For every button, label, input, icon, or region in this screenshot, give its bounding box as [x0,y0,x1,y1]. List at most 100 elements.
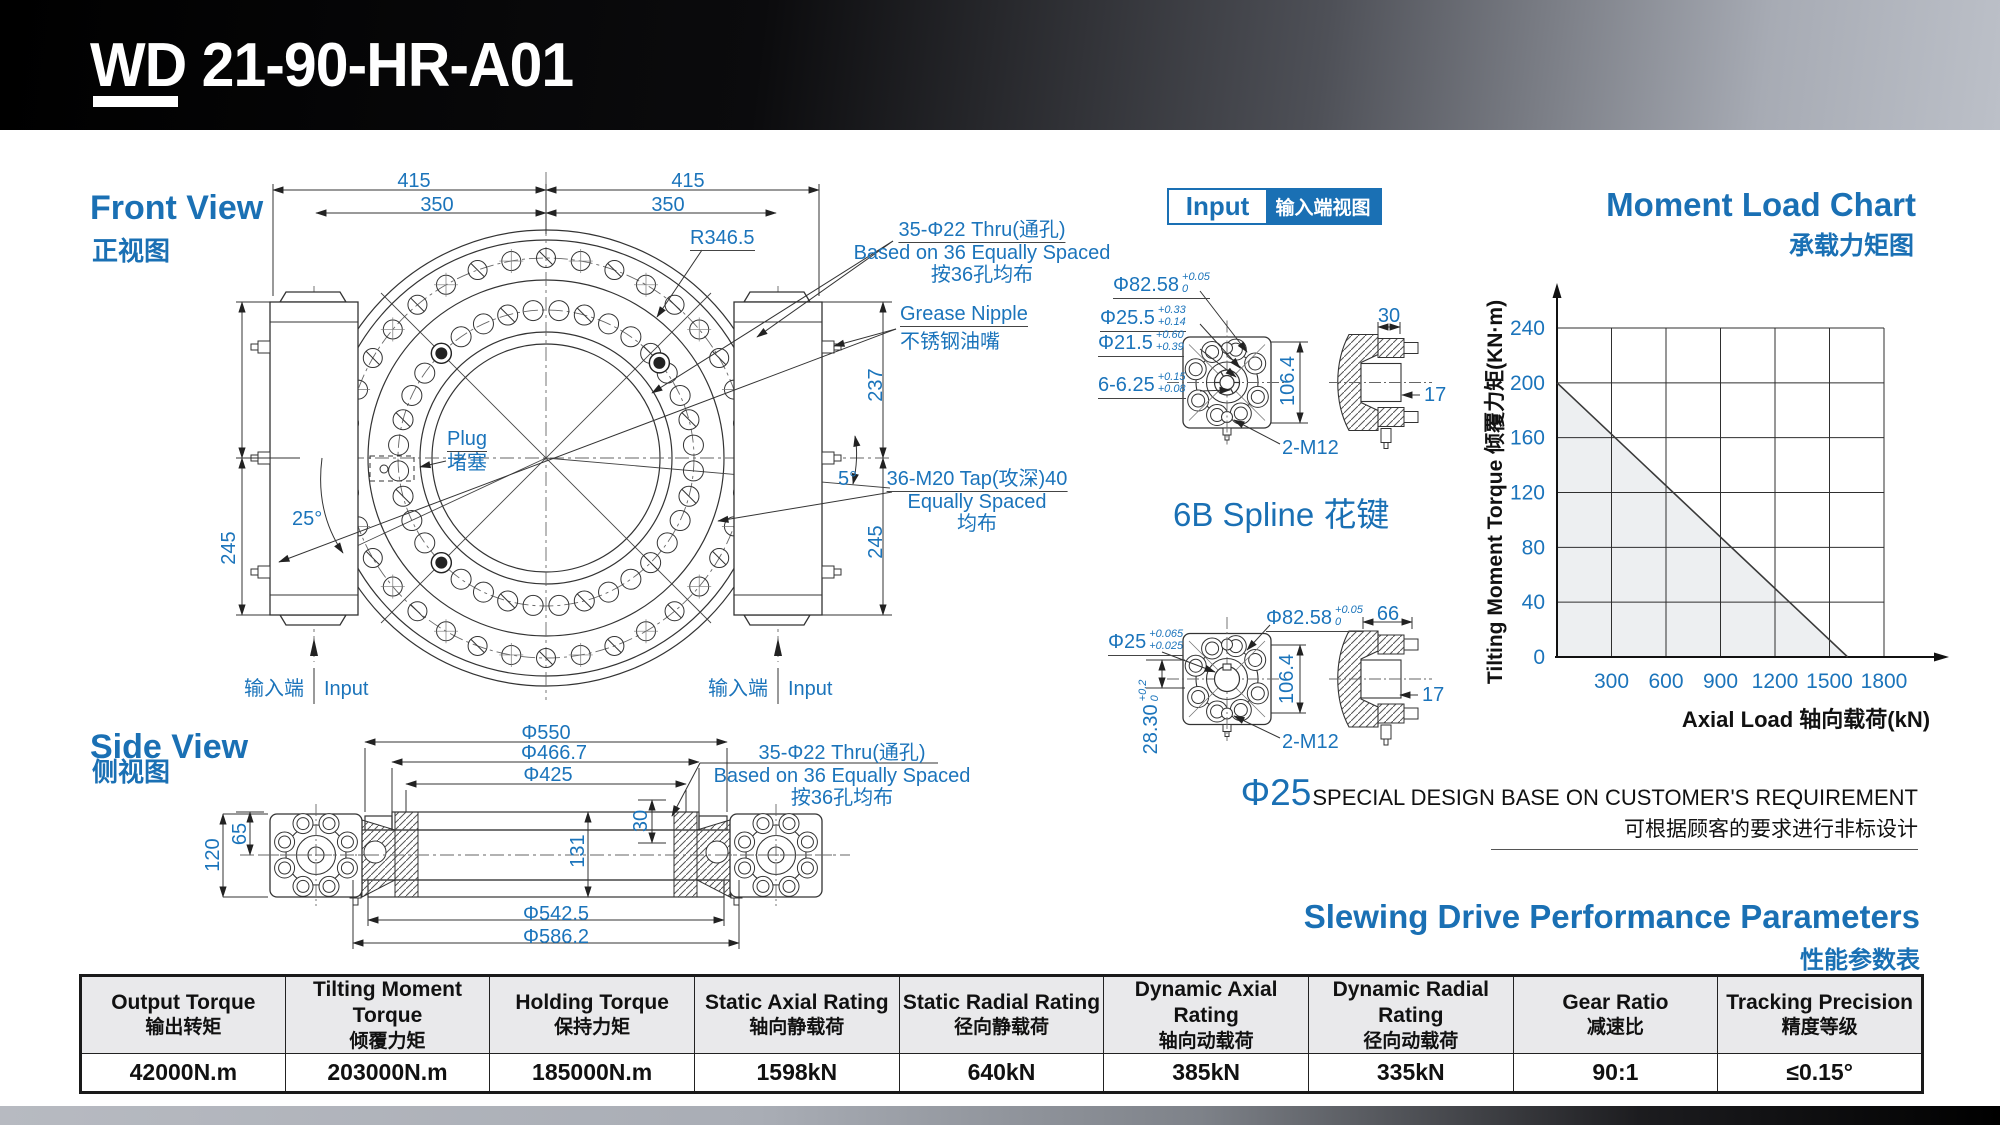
svg-text:160: 160 [1510,427,1545,450]
title-underline [93,96,178,107]
perf-col-en: Gear Ratio [1562,991,1669,1015]
front-view-drawing [236,172,897,704]
perf-col-value: 42000N.m [80,1053,286,1094]
perf-col-en: Holding Torque [515,991,669,1015]
perf-col-value: ≤0.15° [1717,1053,1923,1094]
fv-dim-350-left: 350 [420,194,454,216]
perf-col-value: 640kN [898,1053,1105,1094]
fv-plug-line2: 堵塞 [447,452,487,474]
fv-grease-line1: Grease Nipple [900,303,1028,327]
fv-dim-350-right: 350 [651,194,685,216]
fv-input-left-en: Input [324,678,369,700]
perf-col-en: Dynamic Axial Rating [1134,978,1278,1028]
perf-col-value: 385kN [1103,1053,1309,1094]
fv-plug-line1: Plug [447,428,488,452]
sv-dim-5862: Φ586.2 [522,926,590,948]
performance-title: Slewing Drive Performance Parameters [1303,898,1920,935]
input-spline-drawings [1146,290,1432,746]
sv-dim-550: Φ550 [521,722,571,744]
svg-text:300: 300 [1594,670,1629,693]
perf-col-en: Static Axial Rating [704,991,889,1015]
fv-thru-line3: 按36孔均布 [930,264,1034,286]
sv-dim-5425: Φ542.5 [522,903,590,925]
sv-thru-line2: Based on 36 Equally Spaced [713,765,971,787]
fv-tap-line3: 均布 [957,513,997,535]
fv-tap-line1: 36-M20 Tap(攻深)40 [886,468,1068,492]
fv-input-right-en: Input [788,678,833,700]
perf-col-en: Dynamic Radial Rating [1332,978,1489,1028]
perf-col-zh: 输出转矩 [145,1017,222,1039]
svg-text:40: 40 [1522,591,1545,614]
fv-input-right-zh: 输入端 [708,678,768,700]
s2-dim-1064: 106.4 [1276,653,1298,705]
perf-col-zh: 减速比 [1586,1017,1644,1039]
svg-text:80: 80 [1522,536,1545,559]
svg-text:200: 200 [1510,372,1545,395]
sv-dim-65: 65 [229,822,251,846]
fv-thru-line2: Based on 36 Equally Spaced [853,242,1111,264]
svg-text:1500: 1500 [1806,670,1853,693]
sv-dim-120: 120 [202,838,224,872]
perf-col-value: 203000N.m [284,1053,491,1094]
footer-bar [0,1106,2000,1125]
s1-m12: 2-M12 [1282,437,1339,459]
chart-subtitle: 承载力矩图 [1788,232,1914,260]
special-design-zh: 可根据顾客的要求进行非标设计 [1624,818,1918,841]
input-label-en: Input [1169,190,1266,223]
svg-text:1200: 1200 [1752,670,1799,693]
s1-tol-625: 6-6.25+0.15+0.08 [1098,371,1186,400]
s2-m12: 2-M12 [1282,731,1339,753]
fv-dim-245-left: 245 [218,531,240,565]
fv-grease-line2: 不锈钢油嘴 [900,331,1000,353]
svg-text:0: 0 [1533,646,1545,669]
sv-dim-30: 30 [630,809,652,833]
special-design-en: SPECIAL DESIGN BASE ON CUSTOMER'S REQUIR… [1312,785,1918,810]
perf-col-en: Tilting Moment Torque [313,978,462,1028]
fv-input-left-zh: 输入端 [244,678,304,700]
perf-col-en: Static Radial Rating [902,991,1101,1015]
chart-title: Moment Load Chart [1606,186,1916,223]
sv-thru-line1: 35-Φ22 Thru(通孔) [758,742,926,764]
perf-col-en: Output Torque [111,991,256,1015]
front-view-subtitle: 正视图 [92,236,171,266]
chart-xlabel: Axial Load 轴向载荷(kN) [1681,707,1931,732]
fv-thru-line1: 35-Φ22 Thru(通孔) [898,219,1066,243]
perf-col-en: Tracking Precision [1726,991,1913,1015]
svg-text:120: 120 [1510,482,1545,505]
side-view-title: Side View [90,728,249,766]
header-bar: WD 21-90-HR-A01 [0,0,2000,130]
s2-dim-66: 66 [1376,603,1400,625]
spline1-name: 6B Spline 花键 [1173,496,1390,533]
side-view-subtitle: 侧视图 [92,757,171,787]
svg-text:1800: 1800 [1861,670,1908,693]
s1-dim-30: 30 [1377,305,1401,327]
perf-col-zh: 轴向静载荷 [749,1017,845,1039]
perf-col-value: 90:1 [1512,1053,1719,1094]
fv-angle-25: 25° [292,508,323,530]
sv-thru-line3: 按36孔均布 [790,787,894,809]
svg-text:240: 240 [1510,317,1545,340]
perf-col-value: 185000N.m [489,1053,695,1094]
sv-dim-131: 131 [567,834,589,868]
s1-dim-1064: 106.4 [1277,355,1299,407]
s1-tol-215: Φ21.5+0.60+0.39 [1098,329,1184,358]
perf-col-zh: 倾覆力矩 [349,1030,426,1052]
s2-tol-25: Φ25+0.065+0.025 [1108,628,1184,657]
fv-radius-label: R346.5 [690,227,755,251]
input-label-zh: 输入端视图 [1266,190,1380,223]
sv-dim-4667: Φ466.7 [520,742,588,764]
input-view-header: Input 输入端视图 [1167,188,1382,225]
